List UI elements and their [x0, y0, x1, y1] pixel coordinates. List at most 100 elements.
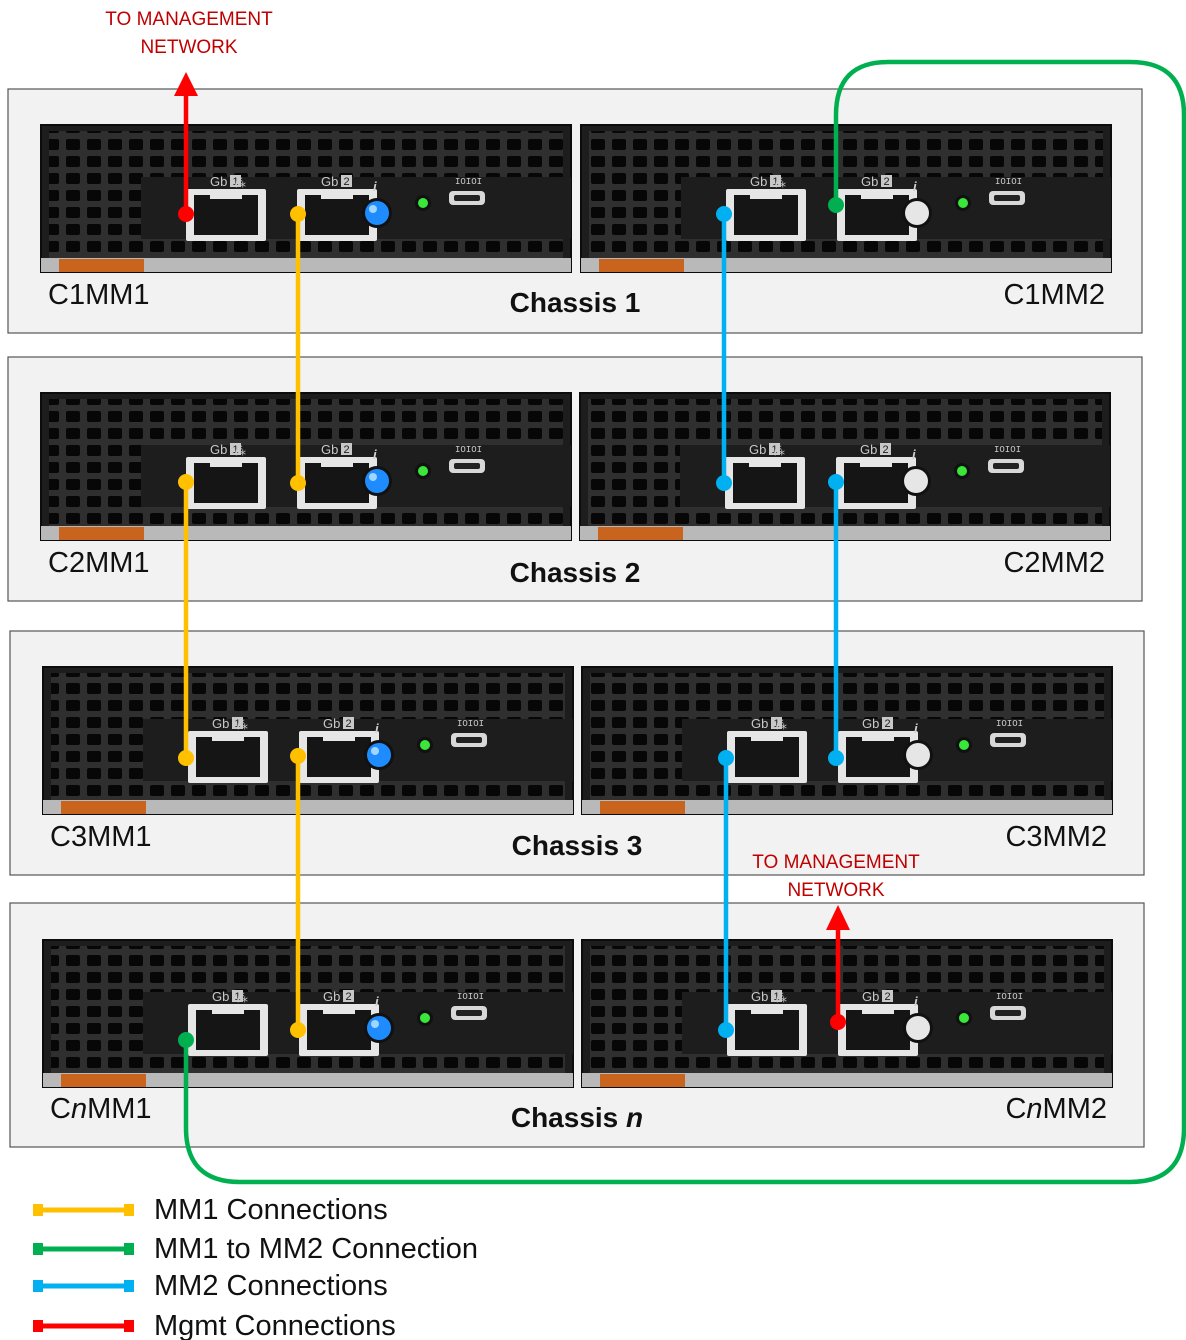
- legend-swatch-end: [33, 1204, 43, 1216]
- port-number-box: [881, 175, 892, 187]
- legend-item-mgmt: Mgmt Connections: [33, 1310, 396, 1340]
- cable-end-mm1: [290, 748, 306, 764]
- rj45-latch: [861, 191, 893, 199]
- rj45-latch: [212, 1006, 244, 1014]
- info-icon: i: [373, 447, 377, 462]
- port-label-gb2: Gb: [323, 989, 340, 1004]
- port-number-gb2: 2: [344, 444, 350, 456]
- mgmt-arrow-bottom: [826, 905, 850, 930]
- network-icon: ⁂: [233, 443, 246, 458]
- port-number-box: [341, 175, 352, 187]
- cable-end-mm2: [716, 475, 732, 491]
- network-label-bottom-line2: NETWORK: [787, 880, 884, 901]
- network-icon: ⁂: [773, 175, 786, 190]
- rj45-latch: [321, 459, 353, 467]
- legend-swatch-end: [124, 1280, 134, 1292]
- network-icon: ⁂: [235, 990, 248, 1005]
- module-rail: [582, 800, 1112, 814]
- cable-end-mm1: [290, 475, 306, 491]
- rj45-latch: [321, 191, 353, 199]
- rj45-socket: [307, 1010, 371, 1050]
- legend-swatch-end: [124, 1320, 134, 1332]
- module-rail: [43, 800, 573, 814]
- cable-end-mm1: [290, 206, 306, 222]
- chassis-title-n: Chassis n: [511, 1102, 643, 1133]
- rj45-latch: [210, 459, 242, 467]
- cable-end-mm2: [716, 206, 732, 222]
- port-number-box: [880, 443, 891, 455]
- rj45-latch: [862, 733, 894, 741]
- identify-button-blue: [365, 201, 389, 225]
- cables: [174, 59, 1186, 1185]
- serial-label: IOIOI: [996, 992, 1023, 1002]
- port-number-gb1: 1: [774, 991, 780, 1003]
- cable-end-mgmt: [178, 206, 194, 222]
- port-number-gb2: 2: [885, 991, 891, 1003]
- identify-button: [904, 469, 928, 493]
- status-led: [418, 466, 428, 476]
- port-number-gb1: 1: [235, 991, 241, 1003]
- module-rail: [41, 526, 571, 540]
- serial-label: IOIOI: [994, 445, 1021, 455]
- cable-mm1-to-mm2-loop: [183, 59, 1186, 1185]
- rj45-latch: [323, 733, 355, 741]
- port-number-gb1: 1: [773, 176, 779, 188]
- port-number-gb1: 1: [233, 444, 239, 456]
- port-label-gb1: Gb: [210, 174, 227, 189]
- cable-end-mm1: [290, 1022, 306, 1038]
- legend-item-mm1-to-mm2: MM1 to MM2 Connection: [33, 1233, 478, 1265]
- port-number-gb1: 1: [233, 176, 239, 188]
- port-label-gb2: Gb: [321, 174, 338, 189]
- rj45-socket: [305, 195, 369, 235]
- module-rail: [582, 1073, 1112, 1087]
- cable-end-mm2: [718, 750, 734, 766]
- port-number-box: [882, 717, 893, 729]
- port-label-gb1: Gb: [212, 716, 229, 731]
- port-number-gb1: 1: [235, 718, 241, 730]
- rj45-socket: [735, 737, 799, 777]
- status-led: [958, 198, 968, 208]
- rj45-latch: [751, 1006, 783, 1014]
- module-rail: [43, 1073, 573, 1087]
- port-label-gb1: Gb: [751, 716, 768, 731]
- legend-item-mm1: MM1 Connections: [33, 1194, 388, 1226]
- chassis-title-3: Chassis 3: [512, 830, 643, 861]
- module-label-c3mm2: C3MM2: [1005, 821, 1107, 853]
- release-tab: [598, 527, 683, 540]
- rj45-socket: [305, 463, 369, 503]
- chassis-title-1: Chassis 1: [510, 287, 641, 318]
- legend-label-mm1-to-mm2: MM1 to MM2 Connection: [154, 1233, 478, 1265]
- labels: C1MM1 Chassis 1 C1MM2 C2MM1 Chassis 2 C2…: [48, 9, 1107, 1133]
- identify-button-blue: [367, 1016, 391, 1040]
- serial-port-inner: [454, 463, 480, 469]
- rj45-socket: [307, 737, 371, 777]
- port-number-box: [882, 990, 893, 1002]
- status-led: [959, 740, 969, 750]
- info-icon: i: [914, 721, 918, 736]
- rj45-socket: [844, 463, 908, 503]
- rj45-latch: [751, 733, 783, 741]
- legend-label-mm2: MM2 Connections: [154, 1270, 388, 1302]
- module-label-c3mm1: C3MM1: [50, 821, 152, 853]
- rj45-socket: [194, 195, 258, 235]
- status-led: [959, 1013, 969, 1023]
- cable-end-mm1: [178, 474, 194, 490]
- info-icon: i: [913, 179, 917, 194]
- serial-label: IOIOI: [996, 719, 1023, 729]
- legend-swatch-end: [124, 1204, 134, 1216]
- button-highlight: [369, 473, 377, 481]
- status-led: [418, 198, 428, 208]
- port-number-gb2: 2: [344, 176, 350, 188]
- port-label-gb2: Gb: [321, 442, 338, 457]
- port-number-gb1: 1: [774, 718, 780, 730]
- status-led: [957, 466, 967, 476]
- info-icon: i: [375, 721, 379, 736]
- button-highlight: [371, 747, 379, 755]
- rj45-socket: [733, 463, 797, 503]
